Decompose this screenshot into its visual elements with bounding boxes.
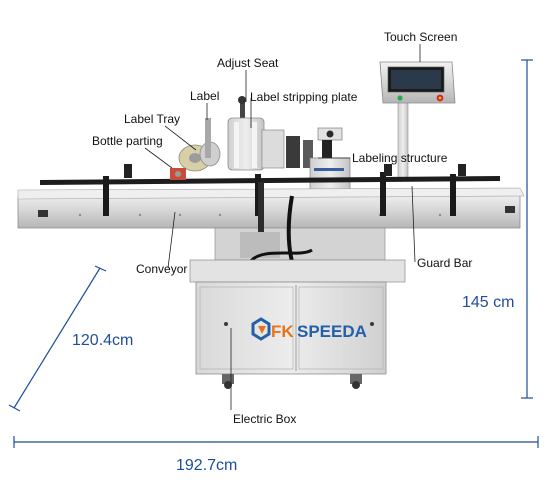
- label-electric-box: Electric Box: [233, 412, 296, 426]
- label-tray: [178, 118, 221, 172]
- dimension-lines: [8, 59, 539, 448]
- label-adjust-seat: Adjust Seat: [217, 56, 279, 70]
- dimension-length: 192.7cm: [176, 457, 237, 474]
- dimension-depth: 120.4cm: [72, 332, 133, 349]
- logo-hexagon-icon: [251, 317, 271, 341]
- brand-logo: FK SPEEDA: [251, 317, 367, 341]
- conveyor: [17, 187, 525, 229]
- touch-screen-unit: [379, 61, 456, 181]
- logo-name: SPEEDA: [297, 322, 367, 341]
- dimension-labels: 145 cm 120.4cm 192.7cm: [72, 294, 514, 474]
- label-guard-bar: Guard Bar: [417, 256, 472, 270]
- label-stripping-plate: Label stripping plate: [250, 90, 358, 104]
- callouts: Touch Screen Adjust Seat Label Label str…: [92, 30, 472, 426]
- label-conveyor: Conveyor: [136, 262, 187, 276]
- adjust-seat: [227, 96, 265, 171]
- label-labeling-structure: Labeling structure: [352, 151, 448, 165]
- mid-frame: [214, 182, 386, 284]
- bottle-parting: [170, 168, 186, 180]
- logo-prefix: FK: [271, 322, 294, 341]
- start-button-icon: [397, 95, 403, 101]
- electric-box: [189, 259, 406, 389]
- leader-lines: [144, 44, 421, 410]
- label-stripping-plate: [261, 129, 313, 169]
- label-bottle-parting: Bottle parting: [92, 134, 163, 148]
- label-label: Label: [190, 89, 219, 103]
- label-label-tray: Label Tray: [124, 112, 180, 126]
- label-touch-screen: Touch Screen: [384, 30, 457, 44]
- dimension-height: 145 cm: [462, 294, 514, 311]
- machine-illustration: FK SPEEDA: [17, 61, 525, 389]
